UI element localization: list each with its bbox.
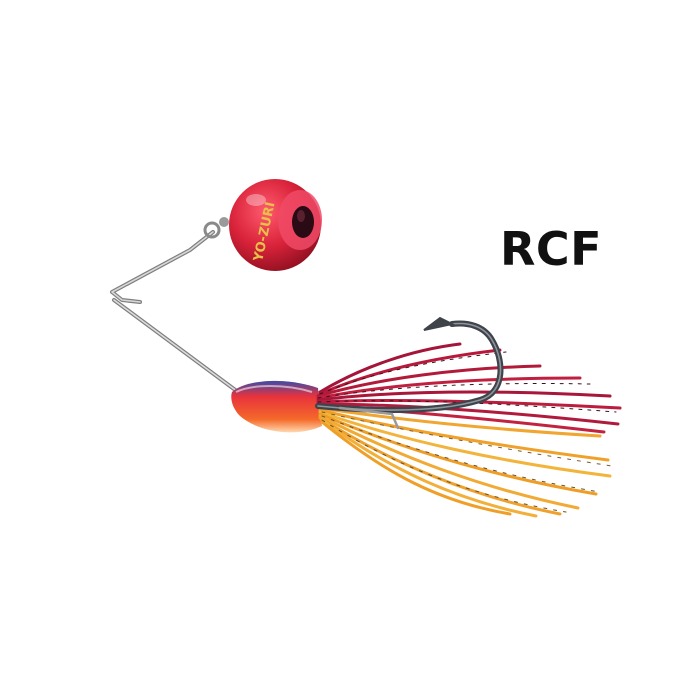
lure-head — [231, 380, 322, 433]
hook-icon — [315, 316, 504, 413]
swivel-icon — [203, 217, 229, 239]
color-code-label: RCF — [500, 222, 603, 276]
skirt-red — [316, 342, 622, 434]
wire-arm — [110, 230, 240, 394]
skirt-orange — [318, 406, 613, 518]
ball-blade: YO-ZURI — [229, 179, 322, 271]
keeper-wire — [338, 406, 400, 430]
